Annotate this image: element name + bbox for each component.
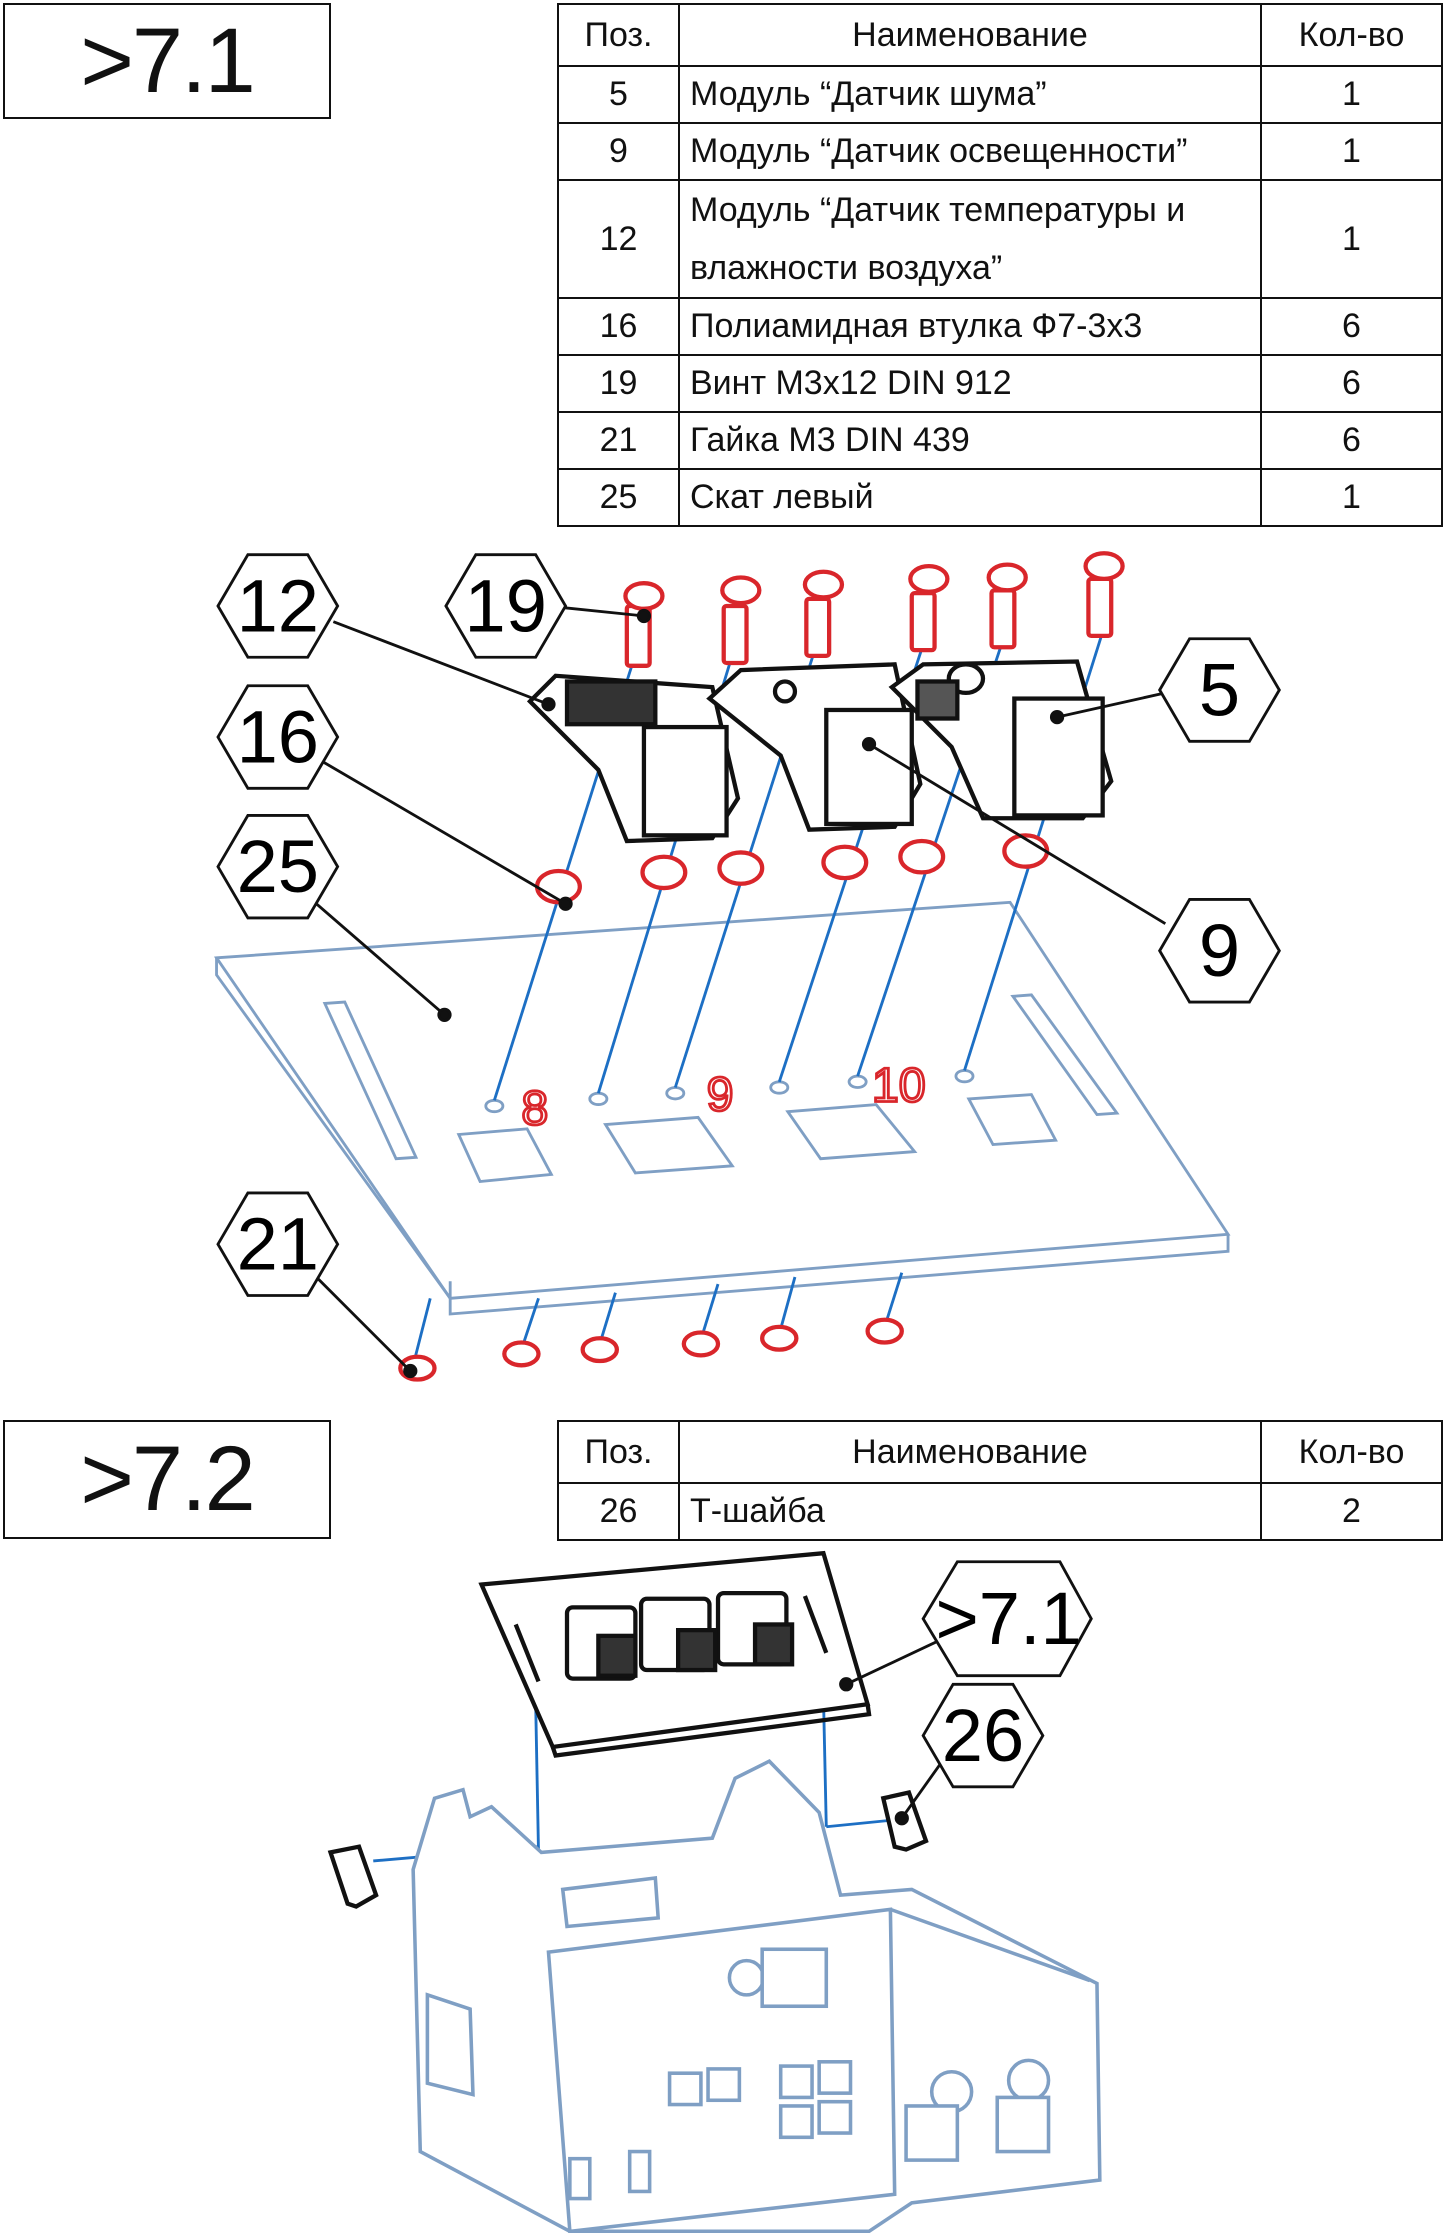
cell-pos: 5	[557, 65, 680, 124]
cell-pos: 26	[557, 1482, 680, 1541]
cell-qty: 6	[1260, 297, 1443, 356]
bushing-16	[534, 833, 1050, 905]
header-qty: Кол-во	[1260, 1420, 1443, 1484]
table-header: Поз. Наименование Кол-во	[557, 3, 1443, 67]
step-label-7-1: >7.1	[3, 3, 331, 119]
exploded-view-7-2: >7.1 26	[327, 1550, 1102, 2233]
header-pos: Поз.	[557, 1420, 680, 1484]
plate-mark-10: 10	[872, 1059, 926, 1113]
header-name: Наименование	[678, 1420, 1262, 1484]
cell-pos: 12	[557, 179, 680, 299]
cell-name: Скат левый	[678, 468, 1262, 527]
cell-pos: 19	[557, 354, 680, 413]
leader-lines	[839, 1637, 944, 1826]
house-assembly	[411, 1759, 1102, 2233]
sensor-module-5	[888, 659, 1114, 821]
exploded-view-7-1: 8 9 10	[213, 551, 1281, 1382]
cell-qty: 2	[1260, 1482, 1443, 1541]
cell-qty: 1	[1260, 122, 1443, 181]
svg-text:25: 25	[237, 825, 319, 908]
callout-12: 12	[216, 553, 340, 659]
callout-25: 25	[216, 813, 340, 920]
step-label-7-2: >7.2	[3, 1420, 331, 1539]
table-header: Поз. Наименование Кол-во	[557, 1420, 1443, 1484]
cell-pos: 25	[557, 468, 680, 527]
plate-mark-9: 9	[707, 1067, 734, 1121]
callout-16: 16	[216, 684, 340, 790]
svg-text:>7.1: >7.1	[936, 1577, 1082, 1660]
sensor-module-12	[526, 673, 741, 844]
leader-lines	[315, 605, 1167, 1379]
cell-qty: 1	[1260, 65, 1443, 124]
callout-7-1: >7.1	[921, 1560, 1093, 1678]
header-pos: Поз.	[557, 3, 680, 67]
cell-name: Гайка M3 DIN 439	[678, 411, 1262, 470]
subassembly-7-1	[478, 1550, 872, 1758]
header-name: Наименование	[678, 3, 1262, 67]
callout-9: 9	[1157, 898, 1281, 1004]
sensor-module-9	[706, 662, 923, 832]
svg-text:5: 5	[1199, 649, 1240, 732]
callout-21: 21	[216, 1191, 340, 1297]
cell-pos: 16	[557, 297, 680, 356]
cell-pos: 9	[557, 122, 680, 181]
cell-name: Полиамидная втулка Ф7-3x3	[678, 297, 1262, 356]
nut-21	[398, 1317, 904, 1382]
callout-26: 26	[921, 1682, 1045, 1789]
cell-name: Модуль “Датчик освещенности”	[678, 122, 1262, 181]
callout-19: 19	[444, 553, 568, 659]
cell-pos: 21	[557, 411, 680, 470]
cell-qty: 6	[1260, 411, 1443, 470]
cell-name: Т-шайба	[678, 1482, 1262, 1541]
cell-name: Модуль “Датчик температуры и влажности в…	[678, 179, 1262, 299]
cell-qty: 6	[1260, 354, 1443, 413]
screw-19	[623, 551, 1125, 668]
t-washer-26	[327, 1790, 929, 1909]
svg-text:26: 26	[942, 1694, 1024, 1777]
cell-qty: 1	[1260, 468, 1443, 527]
svg-text:12: 12	[237, 564, 319, 647]
svg-text:21: 21	[237, 1203, 319, 1286]
cell-qty: 1	[1260, 179, 1443, 299]
cell-name: Модуль “Датчик шума”	[678, 65, 1262, 124]
svg-text:19: 19	[465, 564, 547, 647]
slope-plate-25	[213, 900, 1231, 1316]
plate-mark-8: 8	[521, 1082, 548, 1136]
svg-text:16: 16	[237, 696, 319, 779]
svg-text:9: 9	[1199, 909, 1240, 992]
callout-5: 5	[1157, 637, 1281, 743]
cell-name: Винт M3x12 DIN 912	[678, 354, 1262, 413]
header-qty: Кол-во	[1260, 3, 1443, 67]
